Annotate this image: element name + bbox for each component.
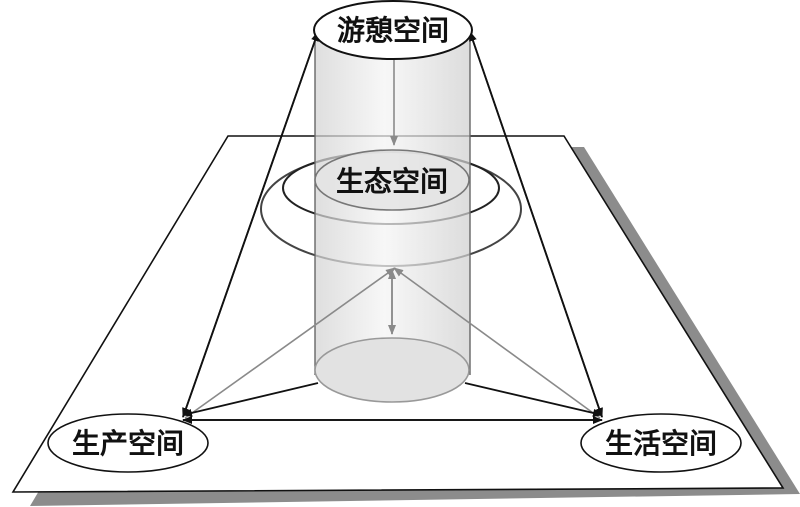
production-ellipse: [47, 413, 209, 473]
production-space-label: 生产空间: [72, 427, 184, 460]
living-space-label: 生活空间: [605, 427, 717, 460]
arrow-cylinder-left-to-production: [182, 382, 319, 417]
cylinder-bottom-ellipse: [314, 337, 470, 403]
arrow-leisure-to-living: [469, 31, 603, 418]
ecology-ellipse: [314, 149, 470, 211]
ecology-space-label: 生态空间: [336, 165, 448, 198]
arrow-leisure-to-production: [182, 31, 319, 418]
arrow-cylinder-right-to-living: [464, 382, 603, 417]
arrow-production-to-ecology: [184, 267, 396, 419]
leisure-ellipse: [313, 0, 473, 60]
leisure-space-label: 游憩空间: [337, 14, 449, 47]
living-ellipse: [580, 413, 742, 473]
arrow-living-to-ecology: [393, 267, 601, 419]
